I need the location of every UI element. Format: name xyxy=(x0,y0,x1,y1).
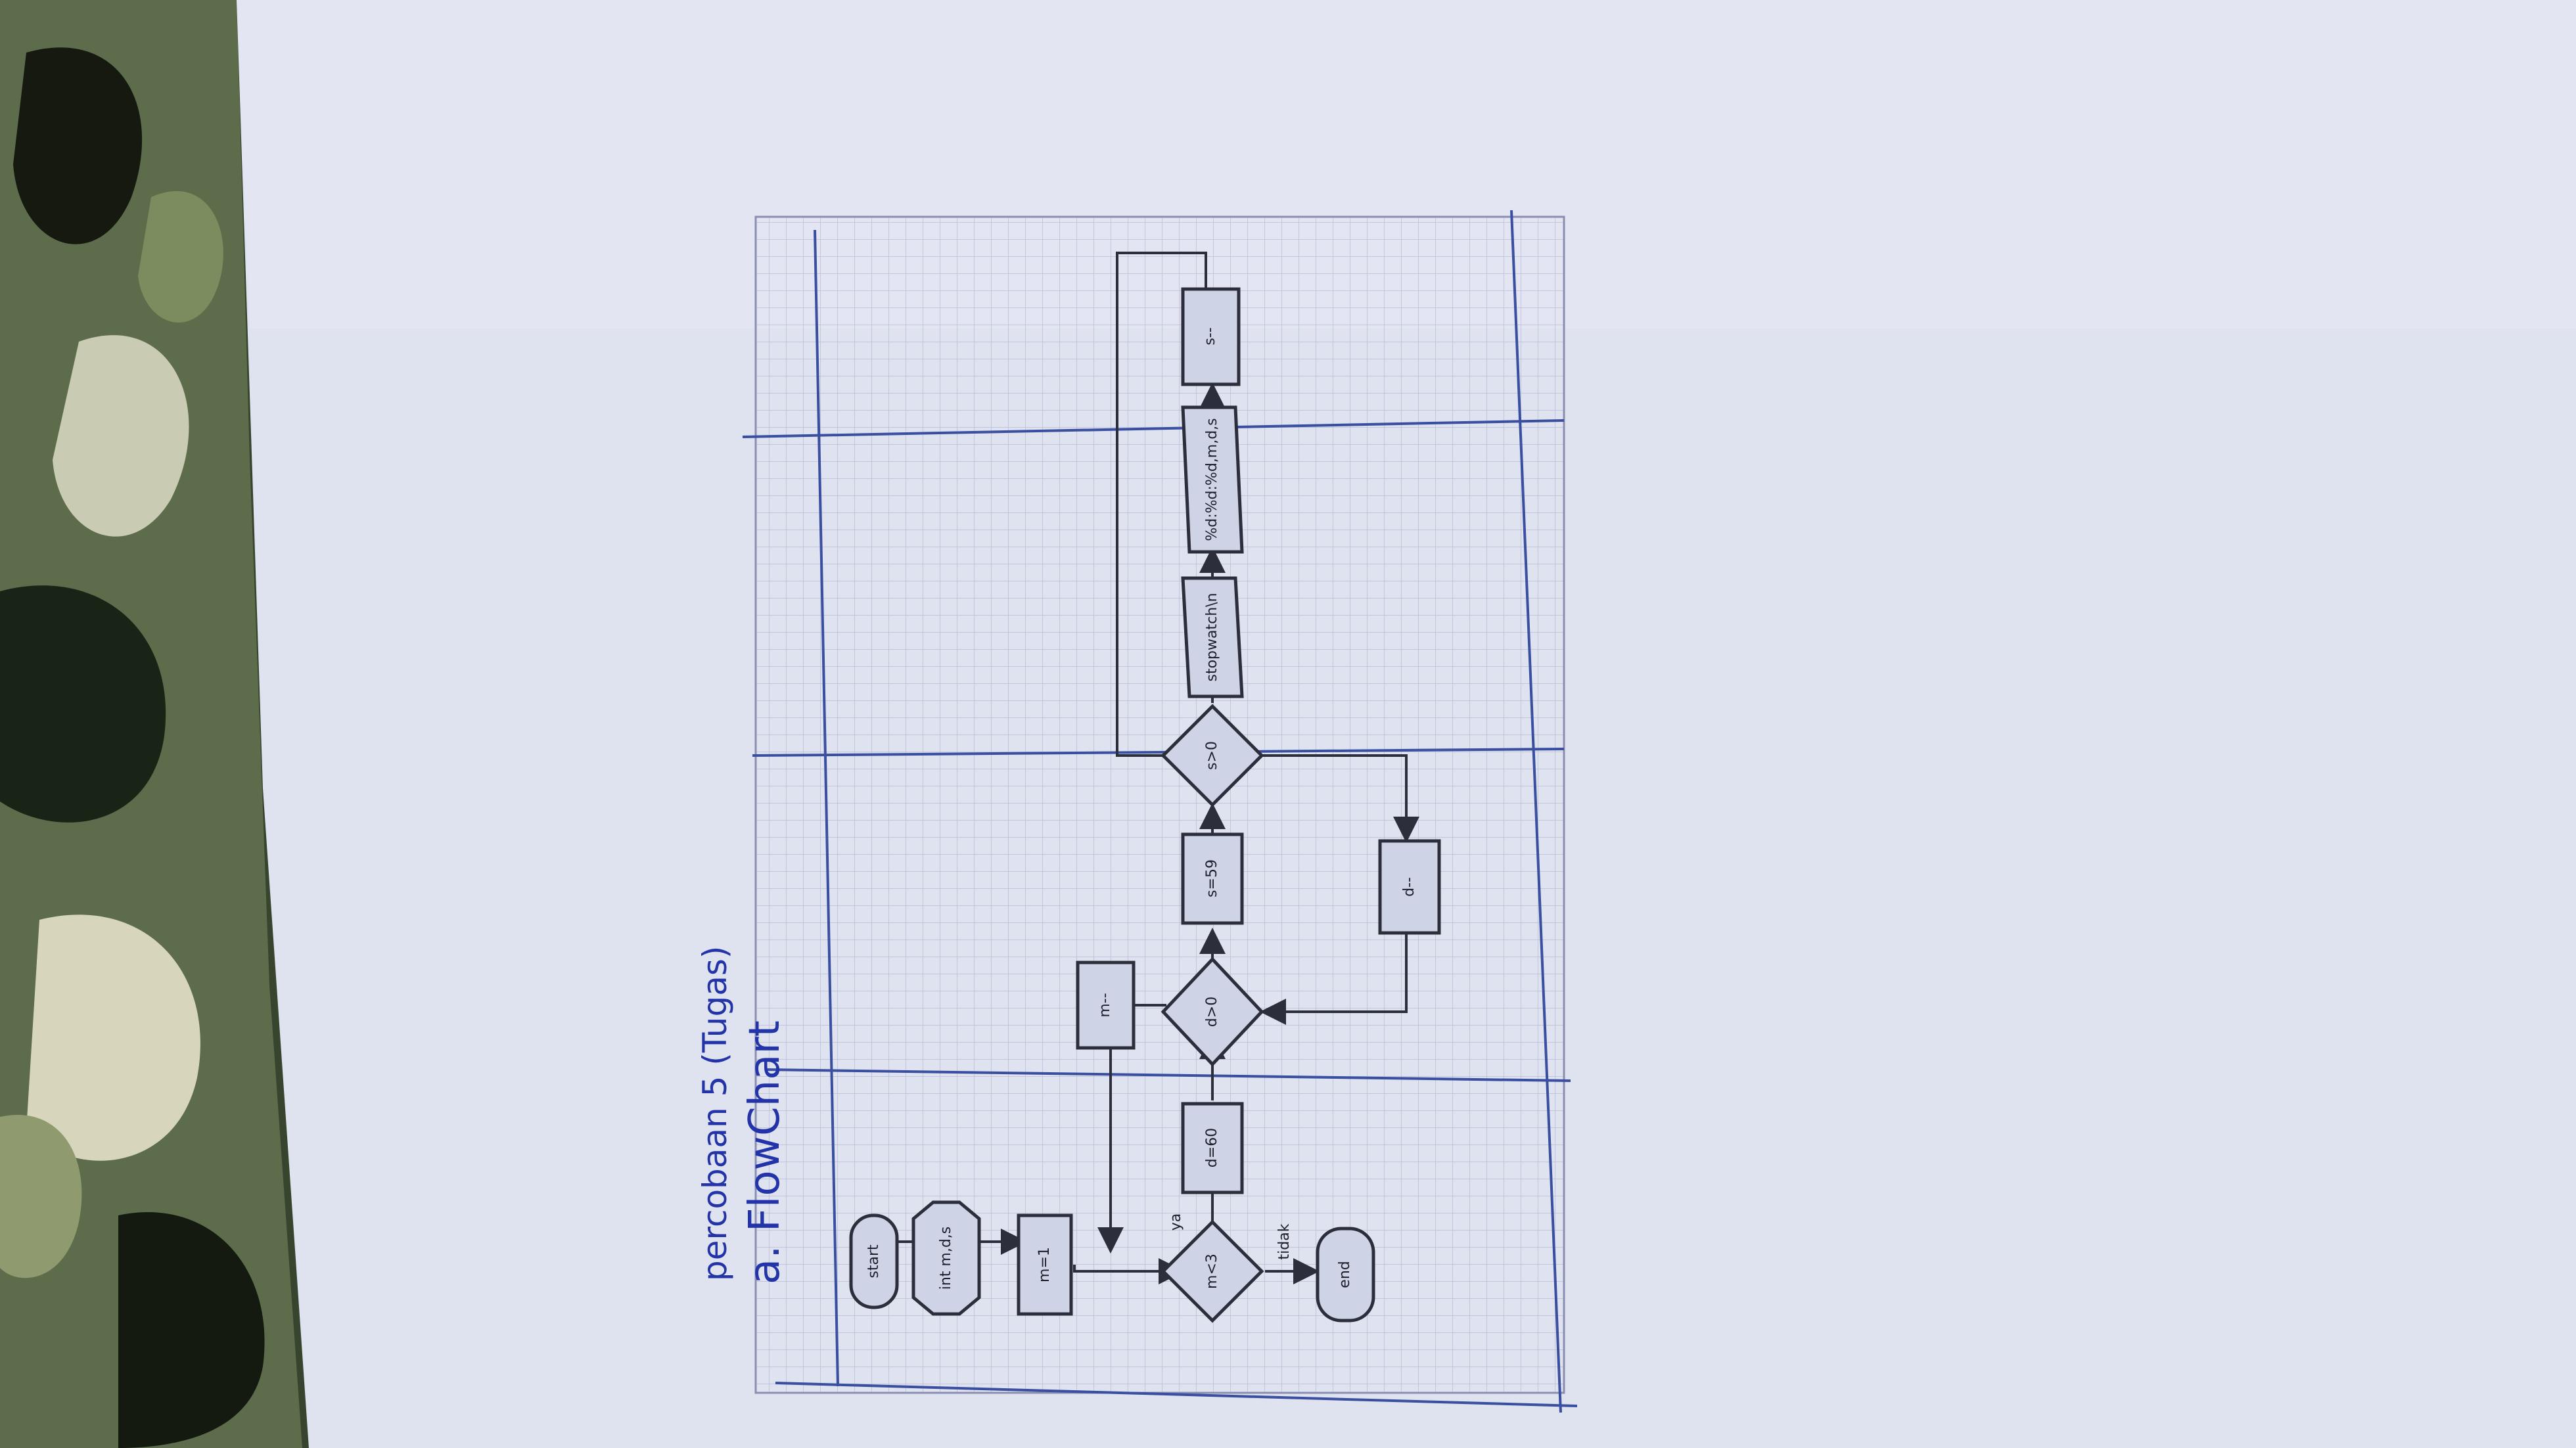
fabric-background xyxy=(0,0,2576,1448)
